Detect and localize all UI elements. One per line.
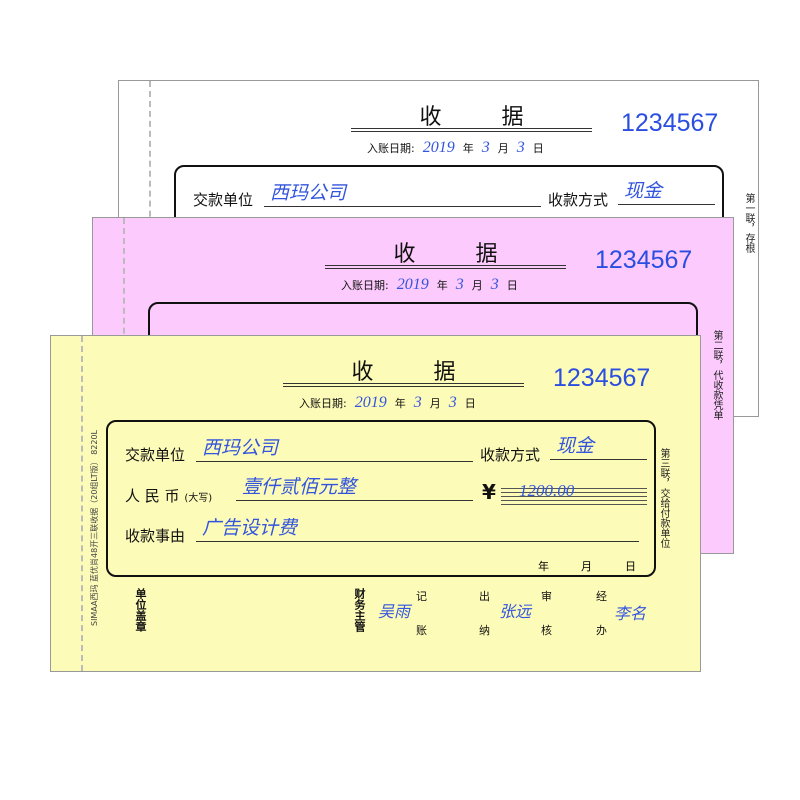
day-unit: 日 xyxy=(506,279,518,292)
receipt-body: 交款单位 西玛公司 收款方式 现金 人 民 币 (大写) 壹仟贰佰元整 ¥ 12… xyxy=(106,420,656,577)
date-month[interactable]: 3 xyxy=(455,276,464,293)
date-day[interactable]: 3 xyxy=(516,139,525,156)
title-underline xyxy=(325,265,566,269)
ymd-month: 月 xyxy=(581,560,592,573)
method-label: 收款方式 xyxy=(480,446,541,464)
copy-label: 第二联，代收款凭单 xyxy=(711,330,722,420)
method-field[interactable]: 现金 xyxy=(550,436,647,460)
month-unit: 月 xyxy=(471,279,483,292)
payer-label: 交款单位 xyxy=(125,446,186,464)
day-unit: 日 xyxy=(464,397,476,410)
method-field[interactable]: 现金 xyxy=(618,181,715,205)
payer-field[interactable]: 西玛公司 xyxy=(264,183,541,207)
ymd-year: 年 xyxy=(538,560,549,573)
zhang-label: 账 xyxy=(416,624,427,637)
chu-label: 出 xyxy=(479,590,490,603)
ji-label: 记 xyxy=(416,590,427,603)
payer-label: 交款单位 xyxy=(193,191,254,209)
shen-label: 审 xyxy=(541,590,552,603)
receipt-number: 1234567 xyxy=(595,246,693,274)
receipt-title: 收据 xyxy=(393,242,558,267)
yen-sign: ¥ xyxy=(482,480,496,504)
seal-label: 单位盖章 xyxy=(134,588,147,632)
payer-field[interactable]: 西玛公司 xyxy=(196,438,473,462)
date-day[interactable]: 3 xyxy=(448,394,457,411)
date-year[interactable]: 2019 xyxy=(396,276,429,293)
year-unit: 年 xyxy=(436,279,448,292)
he-label: 核 xyxy=(541,624,552,637)
receipt-sheet-3: SIMAA西玛 蓝优尚48开三联收据（20组LT版） 8220L 第三联，交给付… xyxy=(50,335,701,672)
year-unit: 年 xyxy=(394,397,406,410)
receipt-title: 收据 xyxy=(419,105,584,130)
rmb-label: 人 民 币 xyxy=(125,487,180,505)
ymd-day: 日 xyxy=(625,560,636,573)
title-underline xyxy=(283,383,524,387)
receipt-number: 1234567 xyxy=(621,109,719,137)
na-label: 纳 xyxy=(479,624,490,637)
handler-signature[interactable]: 李名 xyxy=(614,606,647,623)
date-label: 入账日期: xyxy=(299,397,347,410)
date-label: 入账日期: xyxy=(341,279,389,292)
jing-label: 经 xyxy=(596,590,607,603)
date-month[interactable]: 3 xyxy=(413,394,422,411)
day-unit: 日 xyxy=(532,142,544,155)
cashier-signature[interactable]: 张远 xyxy=(499,604,532,621)
reason-field[interactable]: 广告设计费 xyxy=(196,518,639,542)
amount-field[interactable]: 1200.00 xyxy=(501,481,647,505)
date-year[interactable]: 2019 xyxy=(422,139,455,156)
copy-label: 第一联，存根 xyxy=(743,193,754,253)
month-unit: 月 xyxy=(429,397,441,410)
finance-label: 财务主管 xyxy=(353,588,366,632)
method-label: 收款方式 xyxy=(548,191,609,209)
rmb-label-group: 人 民 币 (大写) xyxy=(125,485,212,506)
reason-label: 收款事由 xyxy=(125,527,186,545)
amount-value: 1200.00 xyxy=(519,481,575,500)
month-unit: 月 xyxy=(497,142,509,155)
title-underline xyxy=(351,128,592,132)
rmb-note: (大写) xyxy=(184,493,213,504)
amount-words-field[interactable]: 壹仟贰佰元整 xyxy=(236,477,473,501)
perforation-line xyxy=(81,336,83,671)
date-month[interactable]: 3 xyxy=(481,139,490,156)
side-label-left: SIMAA西玛 蓝优尚48开三联收据（20组LT版） 8220L xyxy=(90,429,99,626)
receipt-title: 收据 xyxy=(351,360,516,385)
date-label: 入账日期: xyxy=(367,142,415,155)
year-unit: 年 xyxy=(462,142,474,155)
ban-label: 办 xyxy=(596,624,607,637)
copy-label: 第三联，交给付款单位 xyxy=(658,448,669,548)
finance-signature[interactable]: 吴雨 xyxy=(378,604,411,621)
date-year[interactable]: 2019 xyxy=(354,394,387,411)
date-day[interactable]: 3 xyxy=(490,276,499,293)
receipt-number: 1234567 xyxy=(553,364,651,392)
